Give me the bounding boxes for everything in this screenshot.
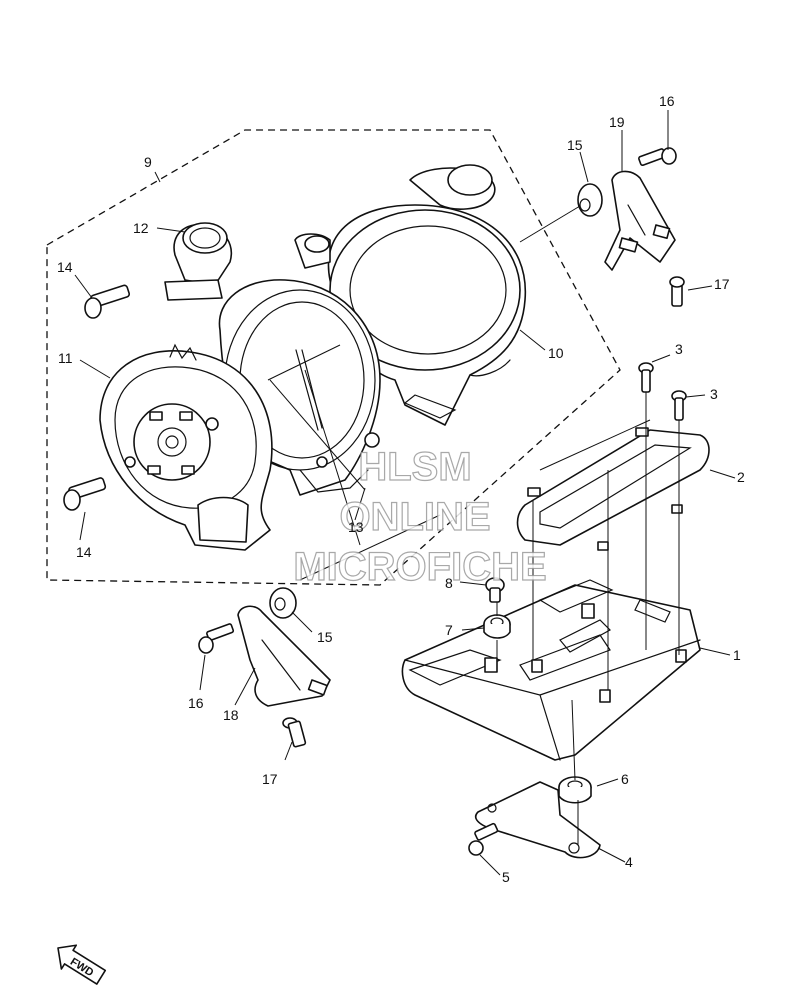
callout-19: 19 (609, 114, 625, 130)
assembly-boundary (46, 129, 621, 586)
callout-3-left: 3 (675, 341, 683, 357)
callout-12: 12 (133, 220, 149, 236)
meter-cap (164, 222, 232, 301)
grommet-6 (558, 776, 592, 804)
mounting-bracket (516, 427, 710, 551)
callout-16-upper: 16 (659, 93, 675, 109)
fwd-arrow-icon (57, 944, 107, 985)
stay-18 (237, 605, 331, 707)
callout-6: 6 (621, 771, 629, 787)
callout-10: 10 (548, 345, 564, 361)
screw-14-upper (84, 284, 131, 319)
callout-4: 4 (625, 854, 633, 870)
leader-lines (74, 110, 736, 876)
callout-1: 1 (733, 647, 741, 663)
callout-15-upper: 15 (567, 137, 583, 153)
stay-19 (604, 170, 676, 271)
callout-15-lower: 15 (317, 629, 333, 645)
callout-2: 2 (737, 469, 745, 485)
screw-14-lower (63, 477, 107, 511)
meter-cover (325, 164, 527, 426)
bolt-5 (468, 822, 499, 856)
callout-13: 13 (348, 519, 364, 535)
screw-3-left (638, 362, 654, 393)
callout-labels: 9 12 14 11 14 13 10 15 19 16 17 3 3 2 1 … (57, 93, 745, 885)
bolt-16-upper (638, 147, 677, 166)
callout-3-right: 3 (710, 386, 718, 402)
callout-14-lower: 14 (76, 544, 92, 560)
callout-5: 5 (502, 869, 510, 885)
meter-housing (401, 579, 701, 761)
callout-17-upper: 17 (714, 276, 730, 292)
bolt-16-lower (198, 623, 235, 654)
watermark-line1: HLSM (358, 445, 471, 489)
callout-9: 9 (144, 154, 152, 170)
callout-14-upper: 14 (57, 259, 73, 275)
watermark-line3: MICROFICHE (293, 545, 546, 589)
meter-base (99, 343, 273, 551)
damper-7 (483, 614, 511, 639)
bolt-17-upper (669, 276, 685, 307)
callout-11: 11 (58, 350, 73, 366)
callout-7: 7 (445, 622, 453, 638)
fwd-badge: FWD (57, 944, 107, 985)
callout-16-lower: 16 (188, 695, 204, 711)
callout-17-lower: 17 (262, 771, 278, 787)
grommet-15-lower (269, 587, 297, 619)
watermark-line2: ONLINE (339, 495, 490, 539)
callout-8: 8 (445, 575, 453, 591)
grommet-15-upper (577, 183, 603, 217)
watermark: HLSM ONLINE MICROFICHE (293, 444, 548, 589)
callout-18: 18 (223, 707, 239, 723)
screw-3-right (671, 390, 687, 421)
bolt-17-lower (282, 717, 307, 748)
lower-bracket-4 (474, 781, 601, 859)
